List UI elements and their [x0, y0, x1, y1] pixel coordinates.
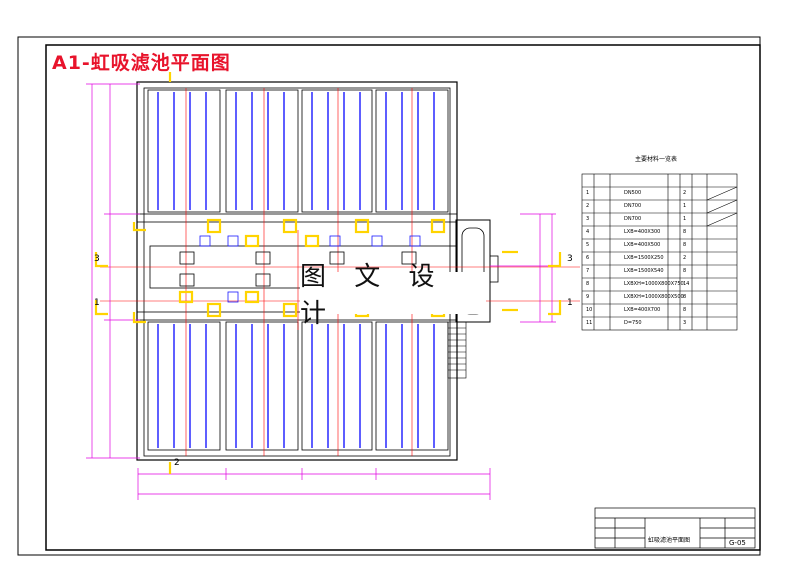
- drawing-title: A1-虹吸滤池平面图: [52, 52, 231, 74]
- table-cell-no: 7: [586, 268, 590, 274]
- table-slash: [706, 212, 738, 227]
- table-cell-spec: LXBXH=1000X800X750: [624, 281, 684, 287]
- outlet-pipe: [489, 255, 499, 283]
- table-cell-qty: 8: [683, 307, 687, 313]
- table-cell-spec: LXB=1500X540: [624, 268, 664, 274]
- watermark-text: 图 文 设 计: [300, 262, 486, 329]
- outlet-well: [461, 227, 485, 315]
- stairs: [447, 321, 467, 379]
- table-cell-qty: 1: [683, 216, 687, 222]
- upper-filter-cells: [147, 89, 449, 213]
- table-cell-no: 9: [586, 294, 590, 300]
- tank-outline: [136, 81, 458, 461]
- table-cell-no: 1: [586, 190, 590, 196]
- table-cell-spec: LXBXH=1000X800X500: [624, 294, 684, 300]
- title-block-sheet-no: G-05: [729, 539, 746, 547]
- table-cell-qty: 1: [683, 203, 687, 209]
- section-mark-left-top: 3: [94, 254, 100, 264]
- table-slash: [706, 186, 738, 201]
- table-cell-no: 5: [586, 242, 590, 248]
- table-cell-qty: 8: [683, 268, 687, 274]
- section-mark-right-bottom: 1: [567, 298, 573, 308]
- valve-markers: [94, 72, 562, 474]
- table-cell-no: 8: [586, 281, 590, 287]
- table-cell-spec: LXB=400X700: [624, 307, 661, 313]
- material-table: [581, 173, 738, 331]
- table-cell-qty: 8: [683, 294, 687, 300]
- section-mark-bottom: 2: [174, 458, 180, 468]
- title-block-drawing-name: 虹吸滤池平面图: [648, 537, 691, 544]
- table-cell-spec: LXB=400X500: [624, 242, 661, 248]
- table-cell-qty: 8: [683, 229, 687, 235]
- table-cell-no: 2: [586, 203, 590, 209]
- table-cell-spec: DN500: [624, 190, 642, 196]
- table-slash: [706, 199, 738, 214]
- material-table-title: 主要材料一览表: [635, 156, 678, 163]
- valve-boxes: [199, 235, 421, 303]
- table-cell-spec: D=750: [624, 320, 642, 326]
- table-cell-no: 4: [586, 229, 590, 235]
- title-block: [594, 507, 756, 549]
- pump-units: [179, 251, 417, 287]
- section-mark-right-top: 3: [567, 254, 573, 264]
- sheet-border-inner: [45, 44, 761, 551]
- table-cell-qty: 2: [683, 190, 687, 196]
- table-cell-spec: DN700: [624, 203, 642, 209]
- table-cell-qty: 14: [683, 281, 690, 287]
- section-mark-left-bottom: 1: [94, 298, 100, 308]
- table-cell-no: 10: [586, 307, 593, 313]
- table-cell-no: 6: [586, 255, 590, 261]
- table-cell-qty: 2: [683, 255, 687, 261]
- table-cell-spec: LXB=1500X250: [624, 255, 664, 261]
- underdrain-pipes: [157, 92, 435, 448]
- table-cell-spec: LXB=400X300: [624, 229, 661, 235]
- dimension-lines: [86, 83, 556, 500]
- table-cell-spec: DN700: [624, 216, 642, 222]
- table-cell-qty: 3: [683, 320, 687, 326]
- lower-filter-cells: [147, 321, 449, 451]
- table-cell-no: 3: [586, 216, 590, 222]
- table-cell-qty: 8: [683, 242, 687, 248]
- table-cell-no: 11: [586, 320, 593, 326]
